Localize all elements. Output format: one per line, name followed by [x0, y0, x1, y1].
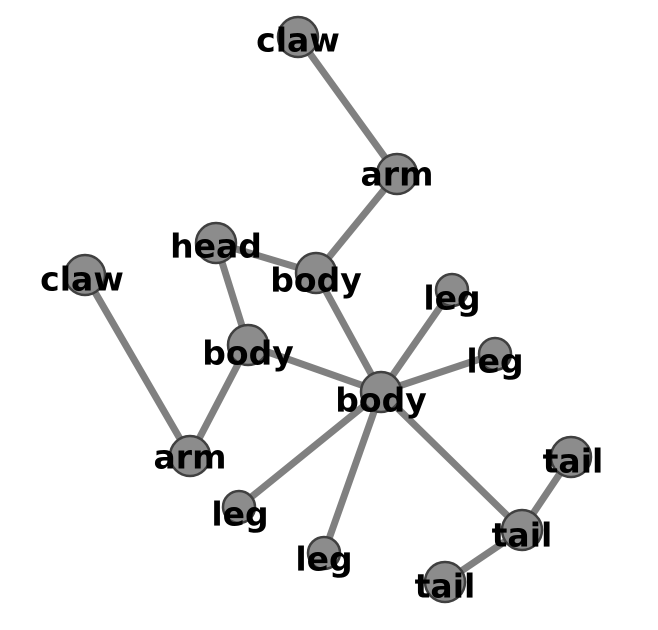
edge-body_top-body_main — [312, 271, 385, 394]
node-label-leg_3: leg — [211, 495, 268, 534]
node-body_main — [359, 370, 403, 414]
node-tail_3 — [423, 560, 467, 604]
labels-layer: clawarmheadbodyclawbodybodyleglegarmlegl… — [40, 21, 603, 606]
node-label-body_mid: body — [202, 334, 293, 373]
node-label-leg_1: leg — [423, 279, 480, 318]
edges-layer — [81, 34, 574, 585]
node-leg_4 — [306, 535, 342, 571]
node-arm_left — [168, 434, 212, 478]
nodes-layer — [63, 15, 593, 604]
node-label-leg_4: leg — [295, 540, 352, 579]
edge-body_mid-body_main — [246, 341, 383, 396]
node-body_top — [294, 251, 338, 295]
node-head — [194, 221, 238, 265]
node-label-arm_top: arm — [361, 155, 434, 194]
node-label-body_main: body — [335, 381, 426, 420]
edge-body_main-leg_3 — [236, 389, 384, 510]
node-label-tail_1: tail — [543, 442, 604, 481]
node-tail_2 — [500, 508, 544, 552]
node-claw_left — [63, 253, 107, 297]
node-label-head: head — [170, 227, 262, 266]
edge-claw_left-arm_left — [81, 273, 194, 458]
node-body_mid — [226, 323, 270, 367]
node-leg_1 — [434, 272, 470, 308]
edge-body_main-tail_2 — [378, 389, 525, 533]
edge-body_main-leg_4 — [320, 390, 385, 555]
node-label-body_top: body — [270, 261, 361, 300]
node-leg_3 — [221, 489, 257, 525]
edge-claw_top-arm_top — [295, 34, 400, 177]
node-arm_top — [375, 152, 419, 196]
node-leg_2 — [477, 336, 513, 372]
node-label-tail_3: tail — [415, 567, 476, 606]
node-tail_1 — [549, 435, 593, 479]
edge-arm_top-body_top — [313, 171, 400, 276]
node-label-arm_left: arm — [154, 438, 227, 477]
node-label-tail_2: tail — [492, 516, 553, 555]
node-label-claw_top: claw — [256, 21, 340, 60]
node-label-leg_2: leg — [466, 342, 523, 381]
node-claw_top — [276, 15, 320, 59]
node-label-claw_left: claw — [40, 260, 124, 299]
